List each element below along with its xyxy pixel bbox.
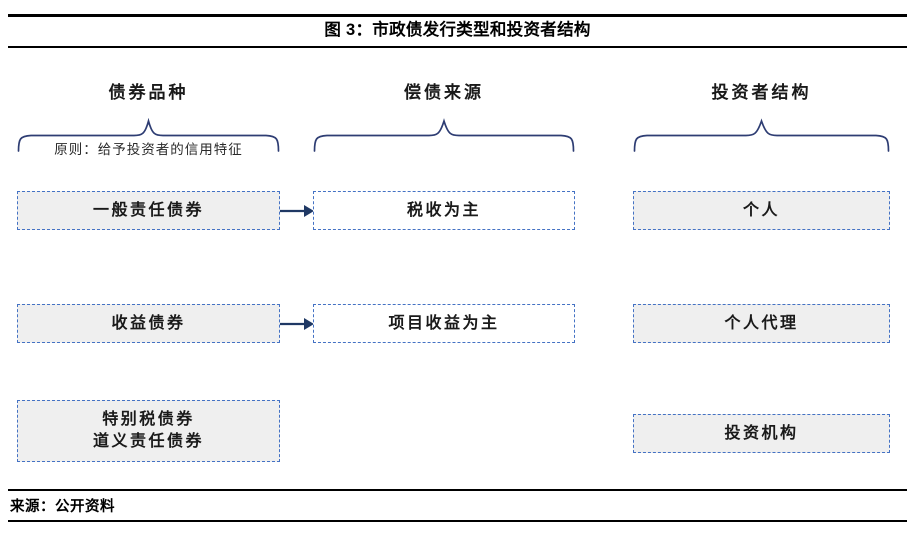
box-label: 收益债券 (111, 314, 186, 332)
box-individual-investor[interactable]: 个人 (633, 191, 890, 230)
box-label: 个人 (742, 201, 780, 219)
box-institutional-investor[interactable]: 投资机构 (633, 414, 890, 453)
column-header-bond-type: 债券品种 (108, 83, 189, 102)
column-header-investor-structure: 投资者结构 (711, 83, 812, 102)
bond-type-principle-caption: 原则：给予投资者的信用特征 (54, 142, 243, 157)
arrow-row2-bond-to-repayment (280, 313, 314, 335)
figure-title-block: 图 3：市政债发行类型和投资者结构 (8, 14, 907, 48)
box-project-revenue-primary[interactable]: 项目收益为主 (313, 304, 575, 343)
title-bottom-rule (8, 45, 907, 48)
figure-source-block: 来源：公开资料 (8, 489, 907, 522)
box-label: 税收为主 (406, 201, 481, 219)
source-top-rule (8, 489, 907, 491)
brace-investor-structure (633, 118, 890, 152)
box-tax-revenue-primary[interactable]: 税收为主 (313, 191, 575, 230)
box-label-line-2: 道义责任债券 (92, 433, 204, 450)
box-label: 一般责任债券 (92, 201, 204, 219)
box-general-obligation-bond[interactable]: 一般责任债券 (17, 191, 280, 230)
box-individual-agent[interactable]: 个人代理 (633, 304, 890, 343)
source-label: 来源：公开资料 (10, 499, 115, 515)
page-title: 图 3：市政债发行类型和投资者结构 (324, 21, 591, 39)
box-special-tax-and-moral-obligation-bond[interactable]: 特别税债券 道义责任债券 (17, 400, 280, 462)
brace-bond-type (17, 118, 280, 152)
box-label: 项目收益为主 (388, 314, 500, 332)
box-revenue-bond[interactable]: 收益债券 (17, 304, 280, 343)
box-label-line-1: 特别税债券 (102, 411, 195, 429)
brace-repayment-source (313, 118, 575, 152)
source-bottom-rule (8, 520, 907, 522)
column-header-repayment-source: 偿债来源 (404, 83, 484, 102)
box-label: 投资机构 (724, 424, 799, 442)
box-label: 个人代理 (724, 314, 799, 332)
title-top-rule (8, 14, 907, 17)
arrow-row1-bond-to-repayment (280, 200, 314, 222)
